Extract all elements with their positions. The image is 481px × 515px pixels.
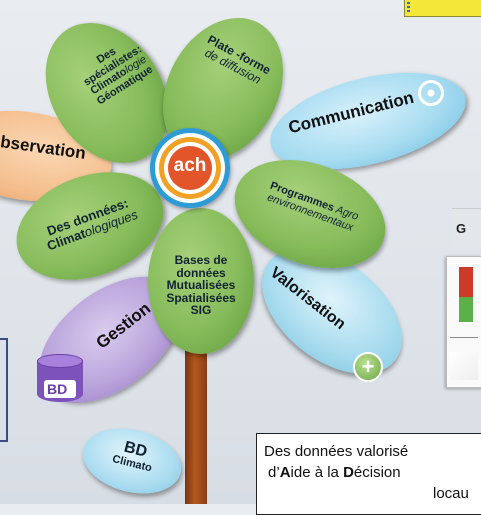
side-panel-label: G: [456, 221, 467, 236]
side-panel-header: G: [452, 208, 481, 247]
caption-line-1: Des données valorisé: [264, 443, 409, 460]
center-logo-text: ach: [173, 155, 207, 176]
petal-bases: [148, 208, 254, 354]
left-frame-fragment: [0, 338, 8, 442]
database-icon: BD: [37, 354, 83, 408]
caption-line-3: locau: [433, 485, 469, 502]
communication-signal-icon: [418, 80, 444, 106]
side-chart-thumbnail: [446, 256, 481, 388]
petal-bases-label: Bases de données Mutualisées Spatialisée…: [166, 253, 236, 318]
center-logo: ach: [150, 128, 230, 208]
caption-box: Des données valorisé d’Aide à la Décisio…: [256, 433, 481, 515]
plus-icon-glyph: +: [361, 354, 375, 379]
plus-icon: +: [353, 352, 383, 382]
caption-line-2: d’Aide à la Décision: [268, 464, 401, 481]
database-icon-label: BD: [47, 381, 68, 397]
top-banner-fragment: [404, 0, 481, 17]
